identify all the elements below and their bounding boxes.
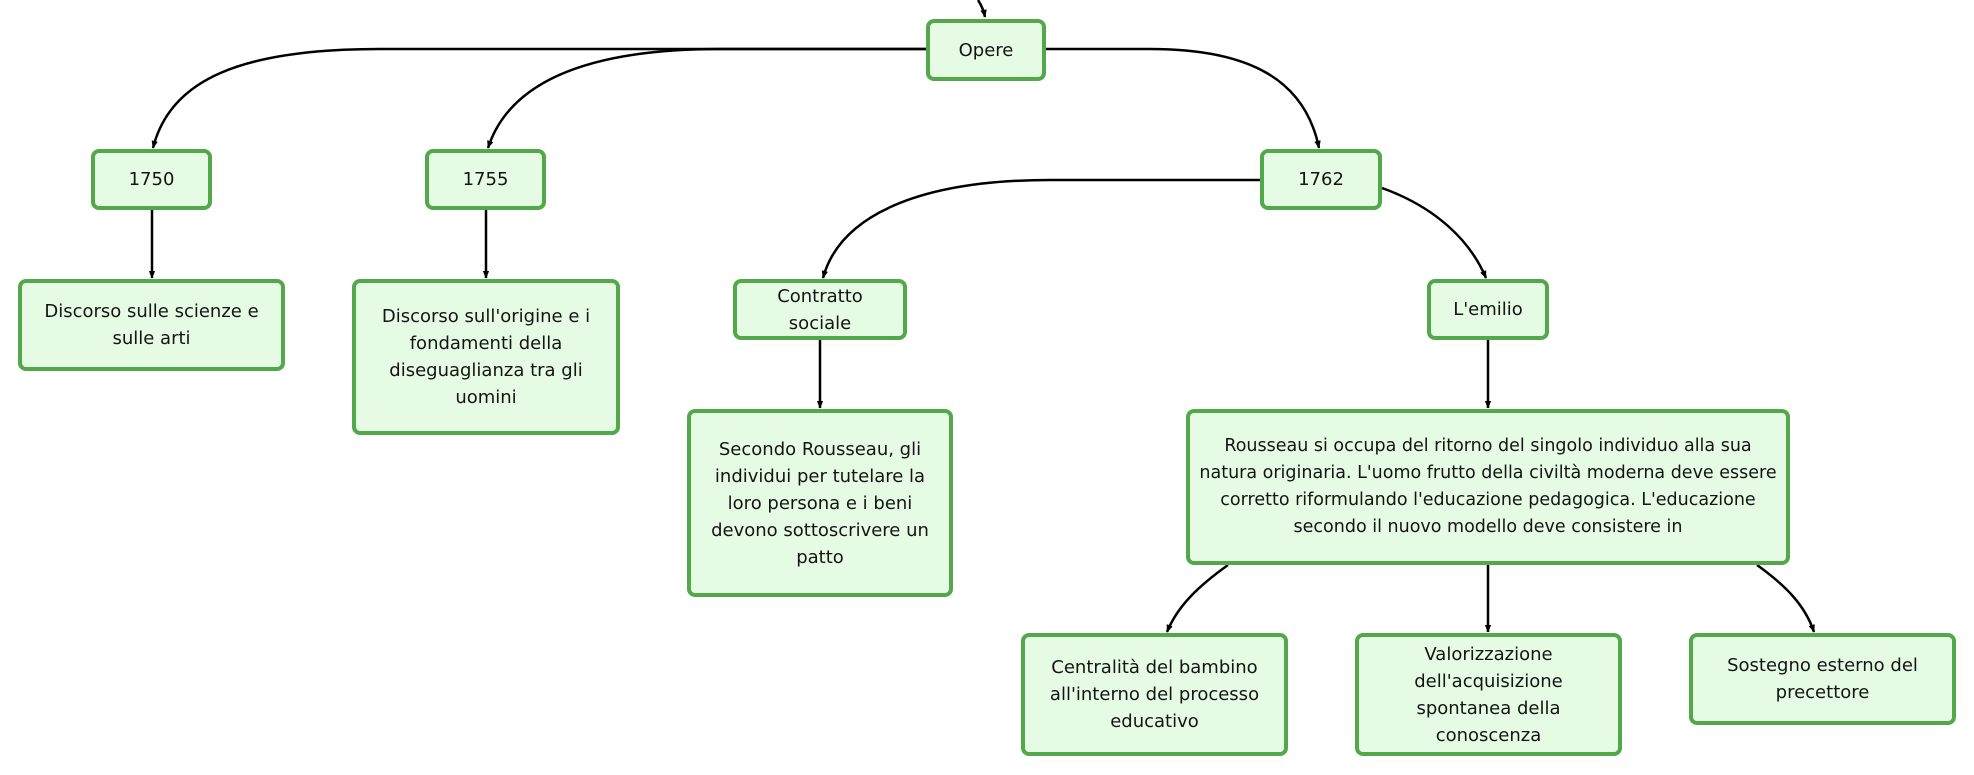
node-1762-label: 1762 bbox=[1298, 169, 1344, 190]
node-discorso-origine-label: Discorso sull'origine e i fondamenti del… bbox=[381, 306, 591, 408]
node-discorso-scienze-label: Discorso sulle scienze e sulle arti bbox=[44, 301, 259, 349]
node-1750-label: 1750 bbox=[128, 169, 175, 190]
edge-root-opere bbox=[976, 0, 987, 18]
node-centralita-label: Centralità del bambino all'interno del p… bbox=[1049, 657, 1260, 732]
node-1762[interactable]: 1762 bbox=[1260, 149, 1382, 210]
node-sostegno[interactable]: Sostegno esterno del precettore bbox=[1689, 633, 1956, 725]
node-centralita[interactable]: Centralità del bambino all'interno del p… bbox=[1021, 633, 1288, 756]
edge-ritorno-centralita bbox=[1165, 563, 1229, 633]
node-ritorno[interactable]: Rousseau si occupa del ritorno del singo… bbox=[1186, 409, 1790, 565]
edge-opere-1762 bbox=[1046, 47, 1321, 149]
edge-1762-contratto bbox=[821, 178, 1260, 279]
node-discorso-scienze[interactable]: Discorso sulle scienze e sulle arti bbox=[18, 279, 285, 371]
node-emilio-label: L'emilio bbox=[1453, 299, 1523, 320]
node-patto-label: Secondo Rousseau, gli individui per tute… bbox=[711, 438, 929, 568]
node-valorizzazione[interactable]: Valorizzazione dell'acquisizione spontan… bbox=[1355, 633, 1622, 756]
node-contratto-sociale[interactable]: Contratto sociale bbox=[733, 279, 907, 340]
node-opere[interactable]: Opere bbox=[926, 19, 1046, 81]
node-1750[interactable]: 1750 bbox=[91, 149, 212, 210]
node-opere-label: Opere bbox=[958, 39, 1014, 61]
node-patto[interactable]: Secondo Rousseau, gli individui per tute… bbox=[687, 409, 953, 597]
node-sostegno-label: Sostegno esterno del precettore bbox=[1727, 655, 1918, 703]
node-1755-label: 1755 bbox=[462, 169, 509, 190]
node-valorizzazione-label: Valorizzazione dell'acquisizione spontan… bbox=[1414, 643, 1563, 746]
node-ritorno-label: Rousseau si occupa del ritorno del singo… bbox=[1199, 436, 1777, 537]
node-discorso-origine[interactable]: Discorso sull'origine e i fondamenti del… bbox=[352, 279, 620, 435]
edge-1762-emilio bbox=[1381, 186, 1488, 279]
edge-ritorno-sostegno bbox=[1756, 563, 1816, 633]
node-1755[interactable]: 1755 bbox=[425, 149, 546, 210]
edge-opere-1755 bbox=[486, 47, 926, 149]
node-emilio[interactable]: L'emilio bbox=[1427, 279, 1549, 340]
edge-opere-1750 bbox=[151, 47, 926, 149]
node-contratto-sociale-label: Contratto sociale bbox=[777, 285, 863, 334]
